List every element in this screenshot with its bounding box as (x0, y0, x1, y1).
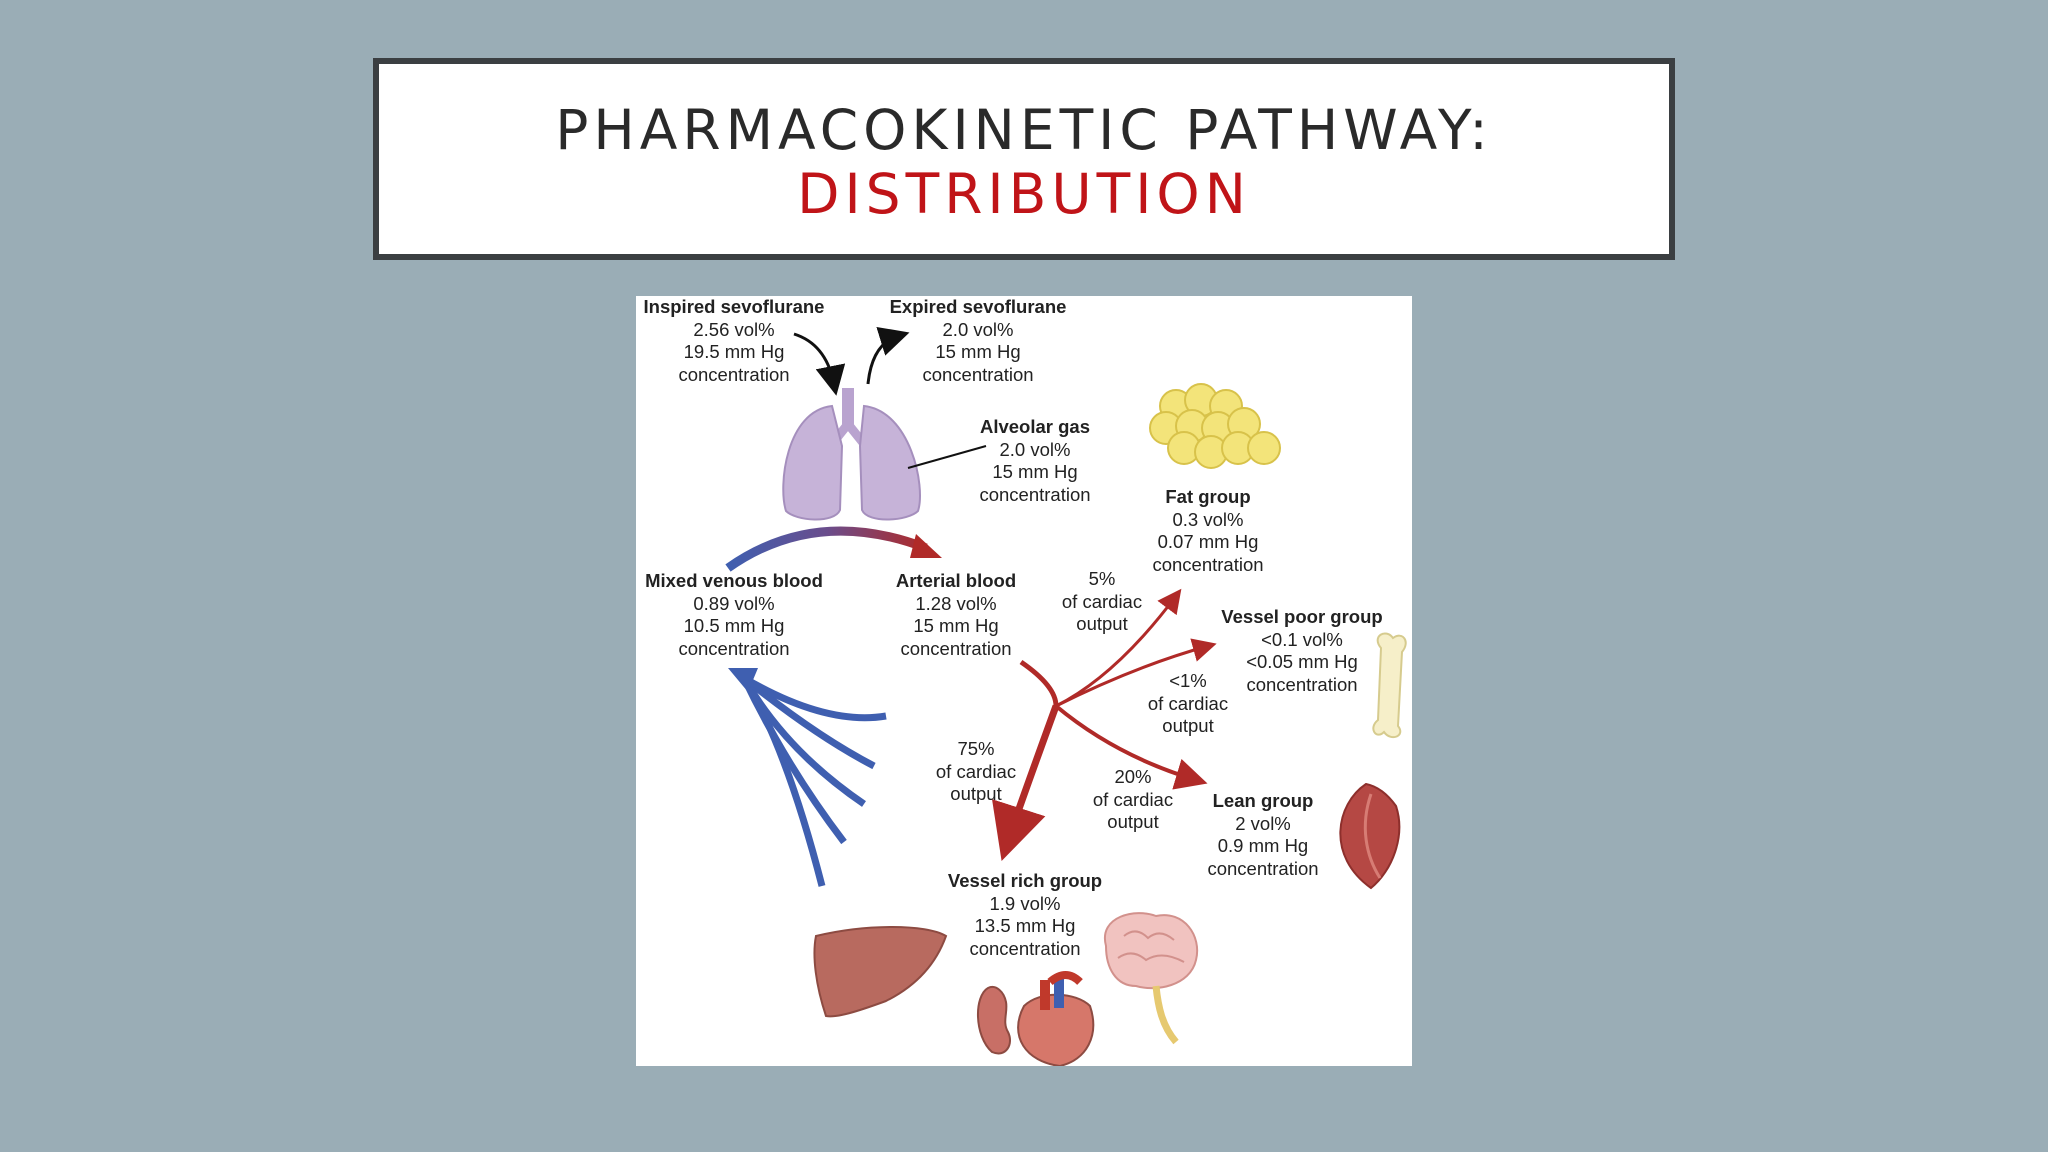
venous-branches (728, 668, 887, 887)
inspired-arrow (793, 332, 846, 396)
co-poor-label: <1% of cardiac output (1147, 670, 1229, 736)
diagram-graphics (725, 326, 1407, 1066)
kidney-icon (976, 986, 1011, 1055)
alveolar-pointer (907, 445, 987, 469)
expired-label: Expired sevoflurane 2.0 vol% 15 mm Hg co… (889, 296, 1067, 385)
mixed-venous-label: Mixed venous blood 0.89 vol% 10.5 mm Hg … (645, 570, 823, 659)
inspired-label: Inspired sevoflurane 2.56 vol% 19.5 mm H… (643, 296, 825, 385)
pulmonary-arch (725, 526, 928, 572)
co-fat-label: 5% of cardiac output (1061, 568, 1143, 634)
co-rich-label: 75% of cardiac output (935, 738, 1017, 804)
alveolar-label: Alveolar gas 2.0 vol% 15 mm Hg concentra… (979, 416, 1091, 505)
vessel-poor-label: Vessel poor group <0.1 vol% <0.05 mm Hg … (1221, 606, 1383, 695)
title-box: PHARMACOKINETIC PATHWAY: DISTRIBUTION (373, 58, 1675, 260)
slide-title: PHARMACOKINETIC PATHWAY: (555, 98, 1493, 162)
bone-icon (1372, 632, 1407, 739)
brain-icon (1103, 912, 1199, 1045)
fat-group-label: Fat group 0.3 vol% 0.07 mm Hg concentrat… (1152, 486, 1264, 575)
lungs-icon (782, 388, 921, 521)
liver-icon (813, 926, 948, 1018)
fat-cells-icon (1149, 383, 1281, 469)
arterial-branches (992, 588, 1217, 862)
slide-subtitle: DISTRIBUTION (797, 162, 1251, 226)
arterial-label: Arterial blood 1.28 vol% 15 mm Hg concen… (895, 570, 1017, 659)
lean-group-label: Lean group 2 vol% 0.9 mm Hg concentratio… (1207, 790, 1319, 879)
expired-arrow (866, 326, 910, 385)
vessel-rich-label: Vessel rich group 1.9 vol% 13.5 mm Hg co… (947, 870, 1103, 959)
heart-icon (1017, 971, 1095, 1066)
muscle-icon (1339, 782, 1401, 890)
distribution-diagram: Inspired sevoflurane 2.56 vol% 19.5 mm H… (636, 296, 1412, 1066)
co-lean-label: 20% of cardiac output (1092, 766, 1174, 832)
